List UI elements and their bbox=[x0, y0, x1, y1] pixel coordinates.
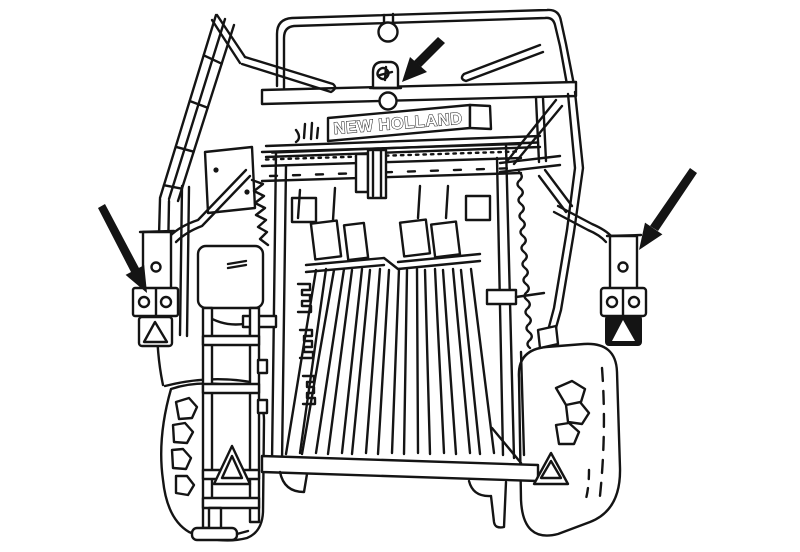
top-knob bbox=[377, 21, 399, 43]
arrow-icon-top bbox=[402, 37, 445, 82]
jack-post bbox=[207, 506, 223, 532]
smv-triangle-right bbox=[532, 451, 570, 486]
right-wheel bbox=[517, 342, 622, 537]
hose bbox=[250, 178, 270, 247]
beacon-lamp bbox=[368, 60, 403, 90]
left-lamp-bracket bbox=[141, 230, 173, 292]
smv-triangle-left bbox=[212, 444, 252, 486]
callout-arrows bbox=[98, 37, 697, 293]
roll-bar-frame bbox=[240, 8, 578, 111]
left-warning-lamp bbox=[131, 168, 252, 348]
right-warning-lamp bbox=[552, 204, 648, 346]
left-equipment bbox=[190, 145, 278, 542]
belt-guides bbox=[309, 218, 462, 262]
jack-foot bbox=[190, 526, 239, 542]
knob-stem bbox=[382, 12, 395, 24]
arrow-icon-left bbox=[98, 204, 147, 293]
arrow-icon-right bbox=[639, 168, 697, 250]
access-ladder bbox=[190, 306, 269, 542]
mount-panel bbox=[203, 145, 257, 215]
lower-knob bbox=[378, 91, 398, 111]
twine-box bbox=[196, 244, 265, 310]
bale-chamber bbox=[260, 142, 546, 465]
lower-frame bbox=[260, 451, 570, 529]
